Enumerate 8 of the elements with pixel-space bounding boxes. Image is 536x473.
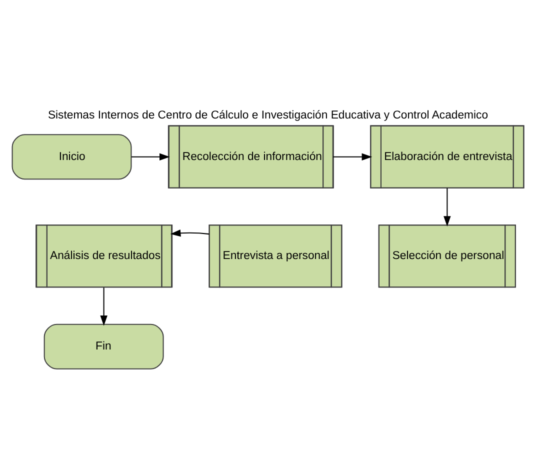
arrow — [100, 287, 108, 326]
arrow — [132, 152, 170, 160]
node-box: Fin — [44, 323, 164, 369]
arrow — [444, 188, 451, 226]
node-box: Inicio — [12, 134, 132, 180]
arrow — [170, 229, 210, 236]
arrow — [333, 152, 372, 160]
diagram-title: Sistemas Internos de Centro de Cálculo e Investigación Educativa y Control Academico — [48, 108, 488, 121]
